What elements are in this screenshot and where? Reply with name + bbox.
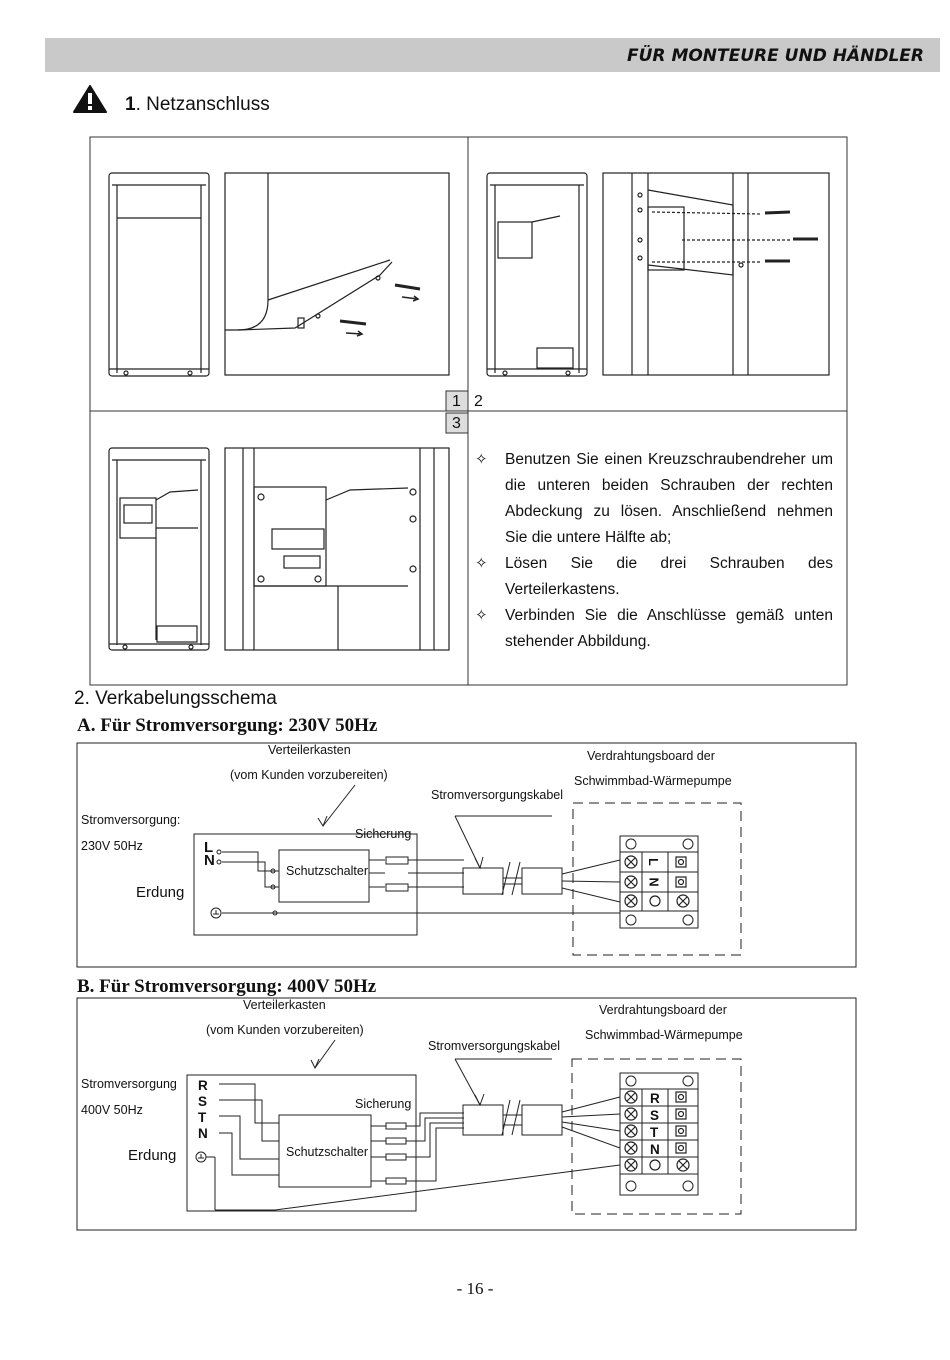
terminal-labels-b: R S T N (198, 1078, 208, 1142)
board-label-b-1: Verdrahtungsboard der (599, 1003, 727, 1017)
page-number: - 16 - (456, 1279, 494, 1298)
step-number-3: 3 (452, 415, 461, 432)
vom-kunden-label-a: (vom Kunden vorzubereiten) (230, 768, 388, 782)
figure-unit-front-3 (108, 447, 210, 651)
installation-figures (89, 136, 848, 686)
cable-label-a: Stromversorgungskabel (431, 788, 564, 802)
vom-kunden-label-b: (vom Kunden vorzubereiten) (206, 1023, 364, 1037)
sicherung-label-b: Sicherung (355, 1097, 412, 1111)
wiring-diagram-b (76, 997, 857, 1231)
board-terminal-r: R (650, 1091, 660, 1106)
supply-label-a-1: Stromversorgung: (81, 813, 181, 827)
verteiler-label-a: Verteilerkasten (268, 743, 351, 757)
terminal-l-label: L (204, 839, 214, 856)
diagram-a-heading: A. Für Stromversorgung: 230V 50Hz (77, 715, 378, 736)
schutzschalter-label-b: Schutzschalter (286, 1145, 368, 1159)
wiring-diagram-a (76, 742, 857, 968)
section-1-text: . Netzanschluss (135, 94, 270, 115)
header-bar: FÜR MONTEURE UND HÄNDLER (45, 38, 940, 72)
terminal-t-label: T (198, 1110, 207, 1125)
figure-wiring-box (224, 447, 450, 651)
instruction-text: Benutzen Sie einen Kreuzschraubendreher … (505, 451, 833, 546)
board-terminal-n: N (650, 1142, 660, 1157)
diamond-star-icon: ✧ (475, 451, 488, 468)
section-2-title: 2. Verkabelungsschema (74, 688, 277, 709)
cable-label-b: Stromversorgungskabel (428, 1039, 561, 1053)
diamond-star-icon: ✧ (475, 555, 488, 572)
section-1-number: 1 (125, 94, 136, 115)
instruction-text: Lösen Sie die drei Schrauben des Verteil… (505, 555, 833, 598)
terminal-labels-a: L N (204, 839, 215, 869)
list-item: ✧ Lösen Sie die drei Schrauben des Verte… (475, 551, 835, 603)
instruction-text: Verbinden Sie die Anschlüsse gemäß unten… (505, 607, 833, 650)
verteiler-label-b: Verteilerkasten (243, 998, 326, 1012)
step-number-2: 2 (474, 393, 483, 410)
section-1-title: 1. Netzanschluss (125, 94, 270, 116)
terminal-n-label: N (204, 852, 215, 869)
supply-label-a-2: 230V 50Hz (81, 839, 143, 853)
board-terminal-t: T (650, 1125, 659, 1140)
instruction-list: ✧ Benutzen Sie einen Kreuzschraubendrehe… (475, 447, 835, 655)
warning-icon (73, 85, 107, 113)
header-title: FÜR MONTEURE UND HÄNDLER (627, 46, 924, 66)
supply-label-b-1: Stromversorgung (81, 1077, 177, 1091)
step-number-1: 1 (452, 393, 461, 410)
figure-screw-detail-2 (602, 172, 830, 376)
ground-icon (649, 895, 661, 907)
figure-screw-detail-1 (224, 172, 450, 376)
supply-label-b-2: 400V 50Hz (81, 1103, 143, 1117)
board-label-a-2: Schwimmbad-Wärmepumpe (574, 774, 732, 788)
figure-unit-front-1 (108, 172, 210, 377)
erdung-label-b: Erdung (128, 1147, 177, 1164)
board-label-a-1: Verdrahtungsboard der (587, 749, 715, 763)
erdung-label-a: Erdung (136, 884, 185, 901)
terminal-s-label: S (198, 1094, 208, 1109)
board-terminal-s: S (650, 1108, 660, 1123)
board-terminal-labels-b: R S T N (650, 1090, 660, 1158)
list-item: ✧ Verbinden Sie die Anschlüsse gemäß unt… (475, 603, 835, 655)
terminal-n-label: N (198, 1126, 208, 1141)
schutzschalter-label-a: Schutzschalter (286, 864, 368, 878)
terminal-r-label: R (198, 1078, 208, 1093)
diagram-b-heading: B. Für Stromversorgung: 400V 50Hz (77, 976, 377, 997)
board-label-b-2: Schwimmbad-Wärmepumpe (585, 1028, 743, 1042)
diamond-star-icon: ✧ (475, 607, 488, 624)
sicherung-label-a: Sicherung (355, 827, 412, 841)
list-item: ✧ Benutzen Sie einen Kreuzschraubendrehe… (475, 447, 835, 551)
figure-unit-front-2 (486, 172, 588, 377)
